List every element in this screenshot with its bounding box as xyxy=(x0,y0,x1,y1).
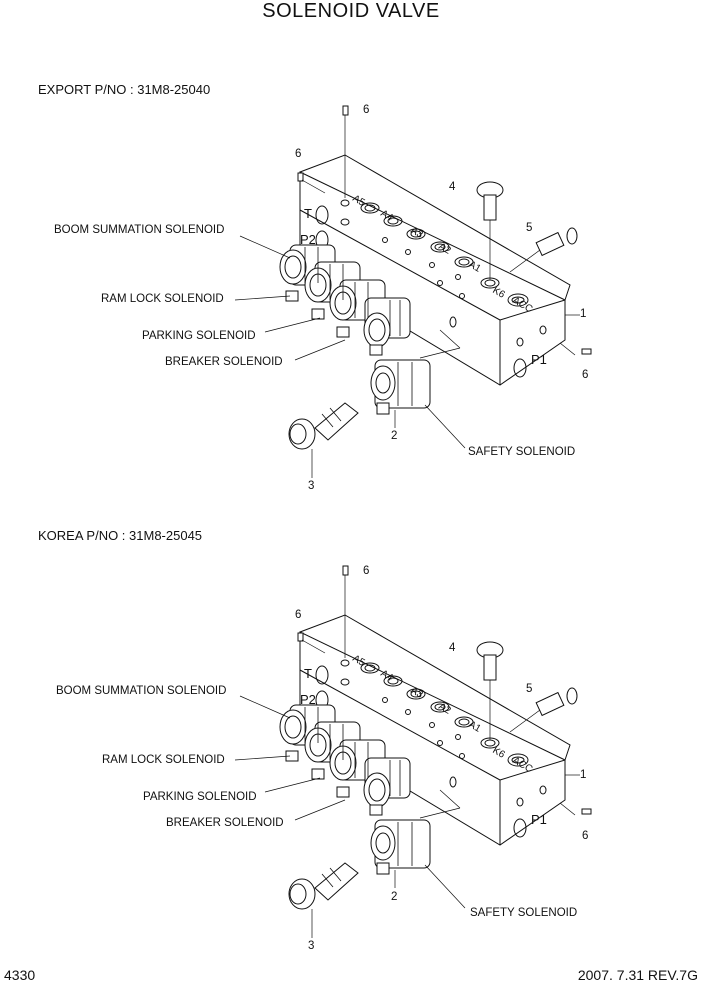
callout-1: 1 xyxy=(580,308,587,320)
export-part-number: EXPORT P/NO : 31M8-25040 xyxy=(38,82,211,97)
port-a4: A4 xyxy=(379,668,395,684)
port-a5: A5 xyxy=(351,193,367,209)
port-t: T xyxy=(304,206,312,221)
callout-6-right: 6 xyxy=(582,830,589,842)
label-boom-summation-solenoid: BOOM SUMMATION SOLENOID xyxy=(54,224,225,236)
port-k6: K6 xyxy=(491,745,507,761)
label-parking-solenoid: PARKING SOLENOID xyxy=(143,791,257,803)
callout-6-right: 6 xyxy=(582,369,589,381)
page-number: 4330 xyxy=(4,967,36,983)
page-title: SOLENOID VALVE xyxy=(262,0,440,22)
callout-1: 1 xyxy=(580,769,587,781)
callout-5: 5 xyxy=(526,222,533,234)
callout-6-left: 6 xyxy=(295,148,302,160)
port-a4: A4 xyxy=(379,208,395,224)
port-a3: A3 xyxy=(409,225,425,241)
label-ram-lock-solenoid: RAM LOCK SOLENOID xyxy=(102,754,225,766)
port-a2: A2 xyxy=(437,241,453,257)
port-a2: A2 xyxy=(437,701,453,717)
label-breaker-solenoid: BREAKER SOLENOID xyxy=(166,817,284,829)
label-parking-solenoid: PARKING SOLENOID xyxy=(142,330,256,342)
callout-6-top: 6 xyxy=(363,104,370,116)
callout-3: 3 xyxy=(308,940,315,952)
label-boom-summation-solenoid: BOOM SUMMATION SOLENOID xyxy=(56,685,227,697)
callout-4: 4 xyxy=(449,642,456,654)
label-ram-lock-solenoid: RAM LOCK SOLENOID xyxy=(101,293,224,305)
callout-3: 3 xyxy=(308,480,315,492)
port-k6: K6 xyxy=(491,285,507,301)
port-a1: A1 xyxy=(467,259,483,275)
callout-4: 4 xyxy=(449,181,456,193)
port-p1: P1 xyxy=(531,352,547,367)
callout-2: 2 xyxy=(391,891,398,903)
callout-5: 5 xyxy=(526,683,533,695)
callout-6-top: 6 xyxy=(363,565,370,577)
korea-valve-diagram: A5 A4 A3 A2 A1 K6 ACC T P2 P1 xyxy=(234,565,592,938)
port-a5: A5 xyxy=(351,653,367,669)
callout-2: 2 xyxy=(391,430,398,442)
port-t: T xyxy=(304,666,312,681)
port-a3: A3 xyxy=(409,685,425,701)
label-safety-solenoid: SAFETY SOLENOID xyxy=(468,446,576,458)
port-p2: P2 xyxy=(300,232,316,247)
export-valve-diagram: A5 A4 A3 A2 A1 K6 ACC T P2 P1 xyxy=(234,105,592,478)
callout-6-left: 6 xyxy=(295,609,302,621)
date-revision: 2007. 7.31 REV.7G xyxy=(577,967,698,983)
korea-part-number: KOREA P/NO : 31M8-25045 xyxy=(38,528,203,543)
label-breaker-solenoid: BREAKER SOLENOID xyxy=(165,356,283,368)
label-safety-solenoid: SAFETY SOLENOID xyxy=(470,907,578,919)
port-p2: P2 xyxy=(300,692,316,707)
port-p1: P1 xyxy=(531,812,547,827)
port-a1: A1 xyxy=(467,719,483,735)
